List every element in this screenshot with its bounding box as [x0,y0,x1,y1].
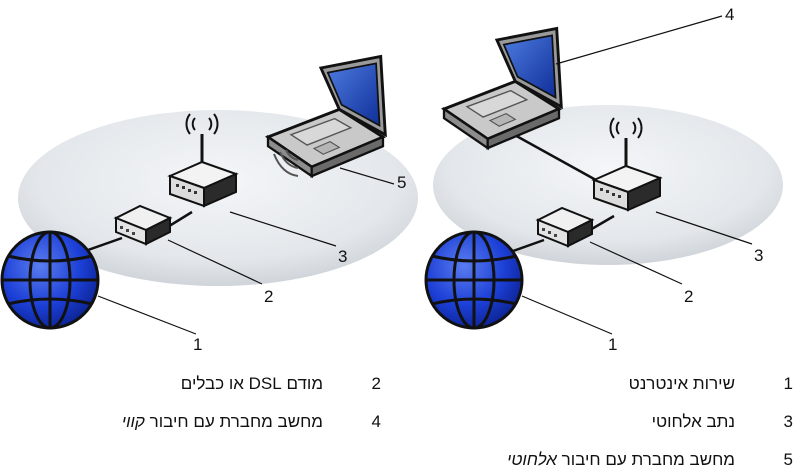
legend-label: מחשב מחברת עם חיבור אלחוטי [506,450,735,469]
legend-number: 4 [371,412,381,431]
legend-item-1: 1 שירות אינטרנט [629,374,793,394]
callout-left-3: 3 [338,247,347,266]
legend-number: 1 [783,374,793,393]
legend-number: 2 [371,374,381,393]
globe-icon [0,230,100,330]
legend-label: מחשב מחברת עם חיבור קווי [121,412,323,431]
left-network-scene: 1 2 3 5 [0,55,418,354]
callout-right-2: 2 [684,287,693,306]
legend-item-4: 4 מחשב מחברת עם חיבור קווי [122,412,381,432]
legend-label: שירות אינטרנט [628,374,735,393]
legend-label: נתב אלחוטי [651,412,735,431]
legend-item-2: 2 מודם DSL או כבלים [181,374,381,394]
callout-right-4: 4 [725,5,734,24]
callout-left-1: 1 [193,335,202,354]
globe-icon [424,230,524,330]
wireless-signal-icon [273,149,299,177]
callout-right-1: 1 [608,335,617,354]
legend-item-5: 5 מחשב מחברת עם חיבור אלחוטי [507,450,793,470]
legend-number: 3 [783,412,793,431]
callout-left-2: 2 [264,287,273,306]
legend-item-3: 3 נתב אלחוטי [652,412,793,432]
right-network-scene: 1 2 3 4 [424,5,783,354]
legend-label: מודם DSL או כבלים [180,374,323,393]
legend-number: 5 [783,450,793,469]
callout-left-5: 5 [397,173,406,192]
callout-right-3: 3 [754,246,763,265]
